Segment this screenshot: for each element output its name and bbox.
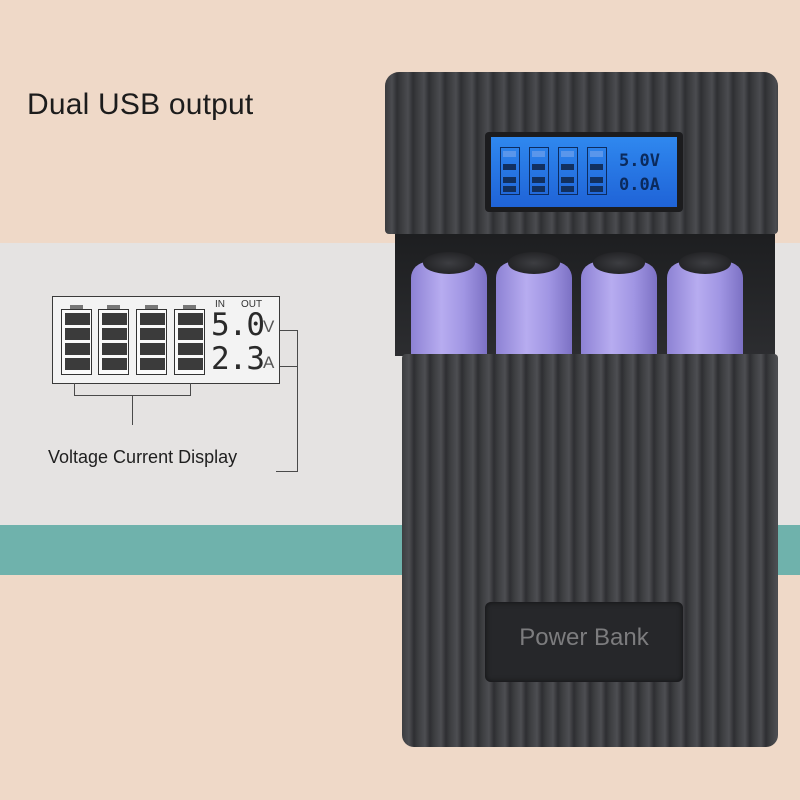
battery-cell [496,252,572,358]
battery-cell [411,252,487,358]
out-label: OUT [241,299,263,310]
brand-plate: Power Bank [485,602,683,682]
screen-battery-icon [500,147,520,195]
current-unit: A [263,353,275,372]
bracket-line [74,383,75,395]
bracket-line [190,383,191,395]
device-lid: 5.0V 0.0A [385,72,778,234]
battery-cell-icon [174,305,205,375]
bracket-line [276,471,298,472]
bracket-line [297,330,298,472]
lcd-screen: 5.0V 0.0A [485,132,683,212]
battery-cell-icon [136,305,167,375]
power-bank-device: 5.0V 0.0A Power Bank [385,72,778,747]
screen-voltage: 5.0V [619,151,660,171]
voltage-value: 5.0 [211,307,265,343]
battery-cell [581,252,657,358]
headline: Dual USB output [27,88,254,121]
battery-cell-icon [61,305,92,375]
screen-battery-icon [587,147,607,195]
bracket-line [132,395,133,425]
battery-cell [667,252,743,358]
voltage-unit: V [263,317,275,336]
bracket-line [280,330,298,331]
screen-battery-icon [558,147,578,195]
current-value: 2.3 [211,341,265,377]
in-label: IN [215,299,225,310]
display-caption: Voltage Current Display [48,447,238,467]
battery-cell-icon [98,305,129,375]
bracket-line [280,366,298,367]
brand-plate-text: Power Bank [519,624,649,651]
device-body [402,354,778,747]
screen-current: 0.0A [619,175,660,195]
lcd-diagram: IN OUT 5.0 V 2.3 A [52,296,280,384]
screen-battery-icon [529,147,549,195]
